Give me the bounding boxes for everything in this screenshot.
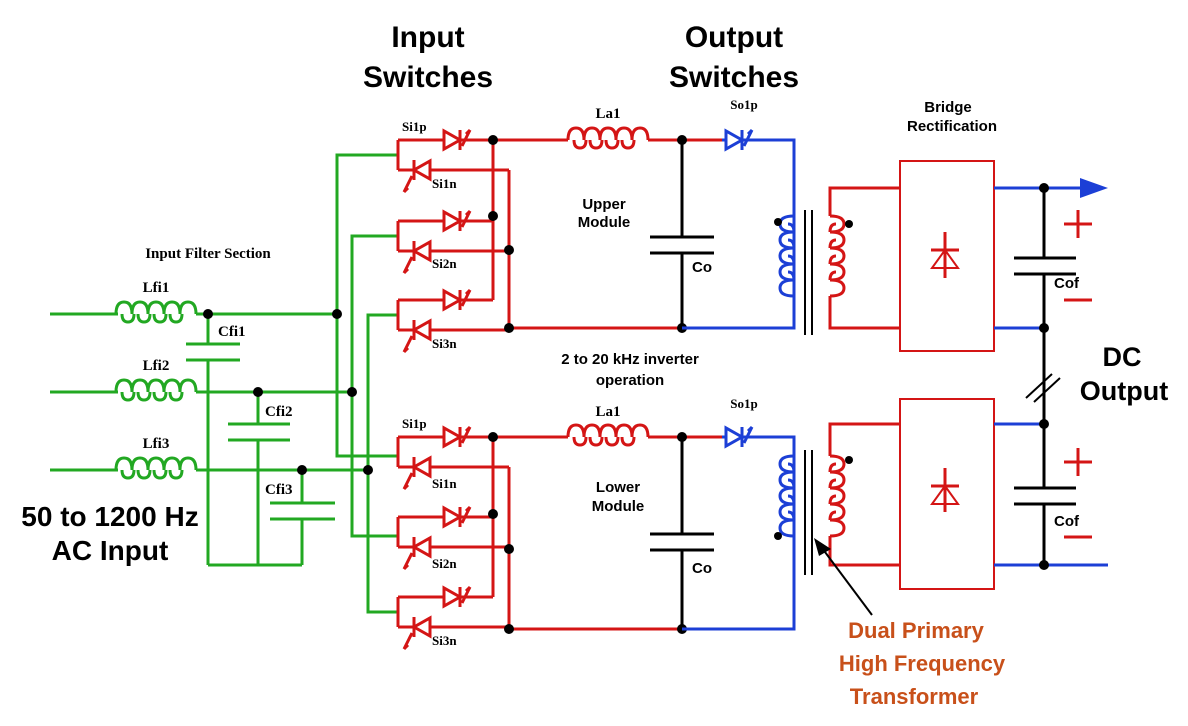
transformer-upper [774, 186, 900, 335]
lfi1-label: Lfi1 [143, 280, 170, 296]
title-output-switches-line2: Switches [669, 61, 799, 94]
cfi3-label: Cfi3 [265, 482, 293, 498]
dc-output-section: Cof Cof DC Output [994, 178, 1168, 570]
upper-la1-label: La1 [595, 106, 620, 122]
lower-si3n-label: Si3n [432, 633, 457, 648]
upper-module-line2: Module [578, 214, 631, 231]
transformer-label-line2: High Frequency [839, 651, 1006, 676]
bridge-rectifier-upper [899, 160, 995, 352]
dc-output-line1: DC [1103, 342, 1142, 372]
ac-input-line1: 50 to 1200 Hz [21, 501, 198, 532]
upper-cof-label: Cof [1054, 275, 1080, 292]
plus-sign-lower [1064, 448, 1092, 476]
upper-co-label: Co [692, 259, 712, 276]
inverter-op-line2: operation [596, 372, 664, 389]
bridge-label-line1: Bridge [924, 99, 972, 116]
output-arrow-icon [1080, 178, 1108, 198]
lower-module-line2: Module [592, 498, 645, 515]
title-input-switches-line2: Switches [363, 61, 493, 94]
title-output-switches-line1: Output [685, 21, 783, 54]
upper-so1p-label: So1p [730, 97, 757, 112]
upper-switch-module: Si1p Si1n Si2n Si3n La1 Co Upper Module … [396, 97, 796, 354]
lower-la1-label: La1 [595, 404, 620, 420]
transformer-label-line1: Dual Primary [848, 618, 984, 643]
lower-switch-module: Si1p Si1n Si2n Si3n La1 Co Lower Module … [396, 396, 796, 651]
cfi2-label: Cfi2 [265, 404, 293, 420]
lfi2-label: Lfi2 [143, 358, 170, 374]
lower-si1n-label: Si1n [432, 476, 457, 491]
upper-si1n-label: Si1n [432, 176, 457, 191]
inverter-op-line1: 2 to 20 kHz inverter [561, 351, 699, 368]
transformer-lower [774, 422, 900, 575]
upper-si2n-label: Si2n [432, 256, 457, 271]
cfi1-label: Cfi1 [218, 324, 246, 340]
lower-si1p-label: Si1p [402, 416, 427, 431]
dc-output-line2: Output [1080, 376, 1168, 406]
lower-cof-label: Cof [1054, 513, 1080, 530]
lower-module-line1: Lower [596, 479, 640, 496]
input-filter-label: Input Filter Section [145, 246, 271, 262]
upper-module-line1: Upper [582, 196, 626, 213]
lower-so1p-label: So1p [730, 396, 757, 411]
upper-si1p-label: Si1p [402, 119, 427, 134]
lower-si2n-label: Si2n [432, 556, 457, 571]
title-input-switches-line1: Input [391, 21, 464, 54]
upper-si3n-label: Si3n [432, 336, 457, 351]
bridge-rectifier-lower [899, 398, 995, 590]
ac-input-line2: AC Input [52, 535, 169, 566]
lower-co-label: Co [692, 560, 712, 577]
bridge-label-line2: Rectification [907, 118, 997, 135]
plus-sign-upper [1064, 210, 1092, 238]
input-filter-section: Input Filter Section Lfi1 Lfi2 Lfi3 Cfi1… [21, 153, 398, 614]
lfi3-label: Lfi3 [143, 436, 170, 452]
transformer-label-line3: Transformer [850, 684, 979, 709]
